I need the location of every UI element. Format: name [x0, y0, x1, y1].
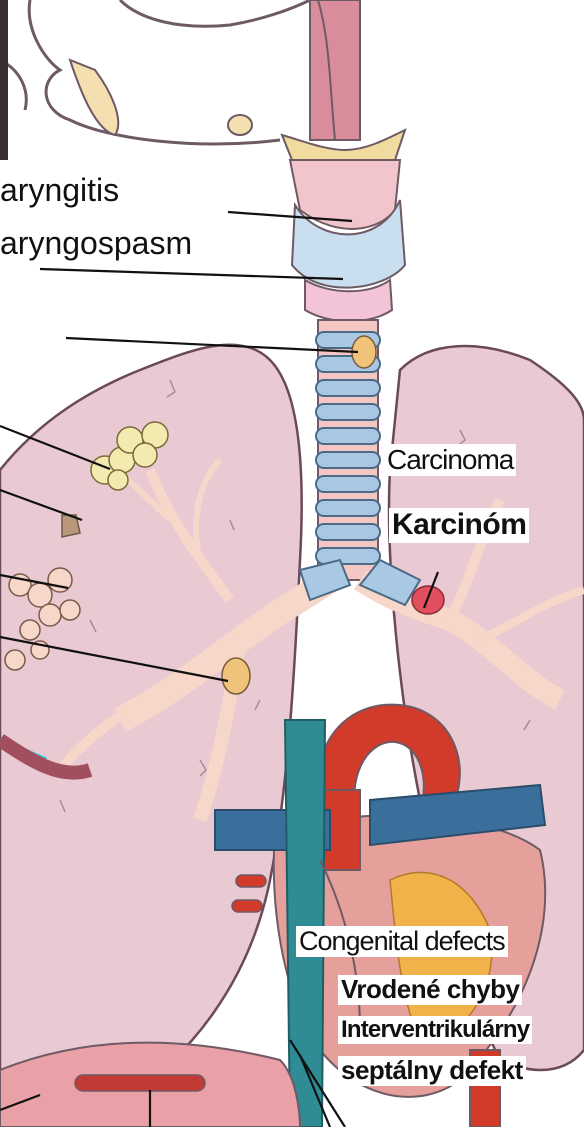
laryngitis-label: aryngitis: [0, 172, 122, 209]
carcinoma-en-label: Carcinoma: [384, 444, 516, 476]
left-dark-bar: [0, 0, 8, 160]
carcinoma-sk-label: Karcinóm: [389, 508, 529, 543]
vsd-sk-label-line1: Interventrikulárny: [338, 1016, 532, 1044]
congenital-defects-sk-label: Vrodené chyby: [338, 975, 522, 1005]
epiglottis-shape: [228, 115, 252, 135]
bronchus-lesion: [222, 658, 250, 694]
diaphragm-vessel: [75, 1075, 205, 1091]
laryngospasm-label: aryngospasm: [0, 225, 195, 262]
congenital-defects-en-label: Congenital defects: [296, 926, 508, 957]
vsd-sk-label-line2: septálny defekt: [338, 1056, 526, 1086]
pharynx: [310, 0, 360, 140]
